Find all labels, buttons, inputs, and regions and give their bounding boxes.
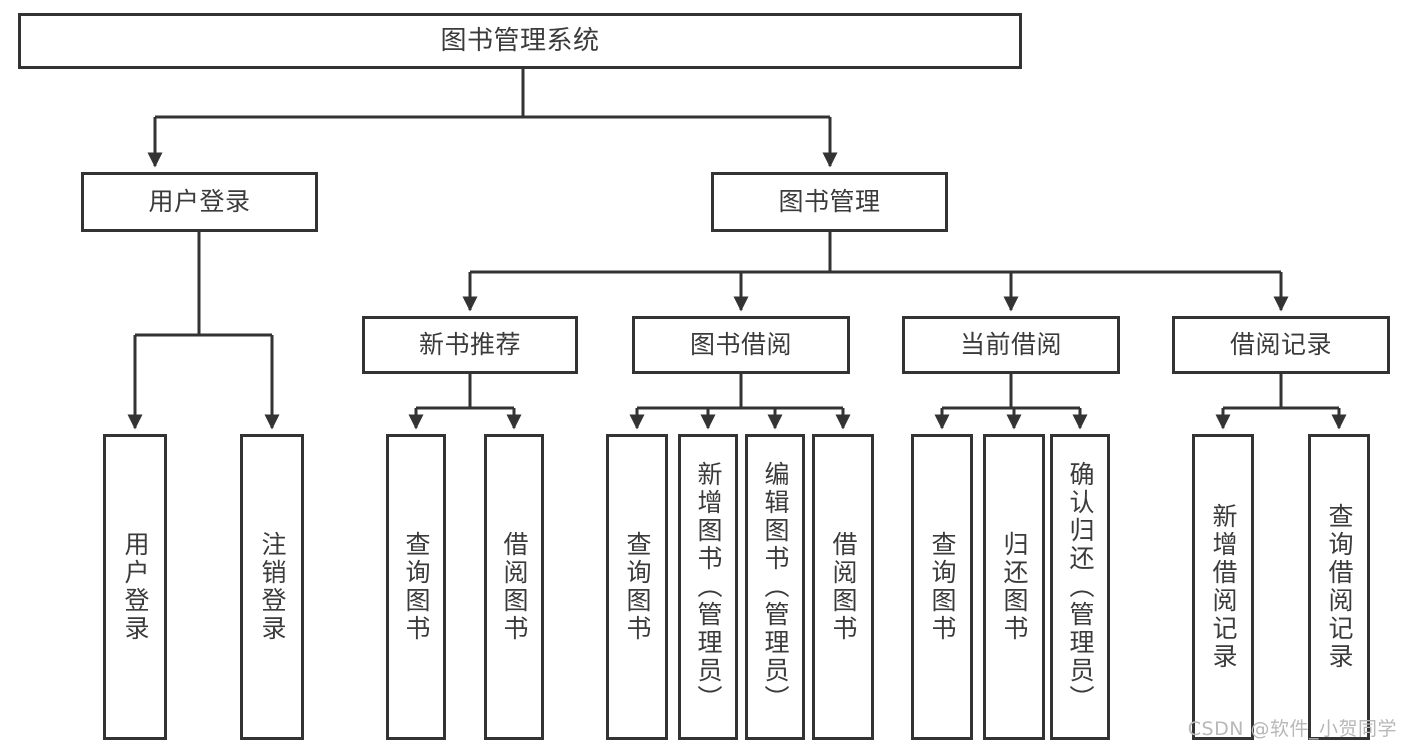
node-leaf-return-book[interactable]: 归还图书: [983, 434, 1045, 740]
node-leaf-query-book-rec-label: 查询图书: [402, 531, 431, 643]
node-borrow-record[interactable]: 借阅记录: [1172, 316, 1390, 374]
node-user-login-label: 用户登录: [148, 187, 251, 217]
node-leaf-query-borrow-record-label: 查询借阅记录: [1325, 503, 1354, 671]
node-leaf-query-book-current[interactable]: 查询图书: [911, 434, 973, 740]
node-leaf-return-book-label: 归还图书: [1000, 531, 1029, 643]
node-book-manage[interactable]: 图书管理: [711, 172, 948, 232]
watermark: CSDN @软件_小贺同学: [1187, 718, 1397, 740]
node-leaf-borrow-book-label: 借阅图书: [829, 531, 858, 643]
node-leaf-borrow-book[interactable]: 借阅图书: [812, 434, 874, 740]
node-user-login[interactable]: 用户登录: [81, 172, 318, 232]
node-leaf-query-book-borrow-label: 查询图书: [623, 531, 652, 643]
node-leaf-add-book-admin-label: 新增图书（管理员）: [694, 461, 723, 713]
node-leaf-add-borrow-record-label: 新增借阅记录: [1209, 503, 1238, 671]
node-root[interactable]: 图书管理系统: [18, 13, 1022, 69]
node-current-borrow-label: 当前借阅: [959, 330, 1062, 360]
node-current-borrow[interactable]: 当前借阅: [902, 316, 1120, 374]
node-book-manage-label: 图书管理: [778, 187, 881, 217]
node-leaf-user-login-label: 用户登录: [121, 531, 150, 643]
node-new-book-recommend[interactable]: 新书推荐: [362, 316, 578, 374]
node-leaf-query-book-borrow[interactable]: 查询图书: [606, 434, 668, 740]
node-leaf-add-book-admin[interactable]: 新增图书（管理员）: [678, 434, 738, 740]
node-leaf-borrow-book-rec[interactable]: 借阅图书: [484, 434, 544, 740]
node-leaf-confirm-return-admin-label: 确认归还（管理员）: [1066, 461, 1095, 713]
node-leaf-query-borrow-record[interactable]: 查询借阅记录: [1308, 434, 1370, 740]
node-root-label: 图书管理系统: [440, 25, 600, 56]
node-book-borrow-label: 图书借阅: [689, 330, 792, 360]
node-leaf-edit-book-admin[interactable]: 编辑图书（管理员）: [745, 434, 805, 740]
node-leaf-edit-book-admin-label: 编辑图书（管理员）: [761, 461, 790, 713]
node-new-book-recommend-label: 新书推荐: [418, 330, 521, 360]
node-leaf-confirm-return-admin[interactable]: 确认归还（管理员）: [1050, 434, 1110, 740]
node-leaf-user-logout-label: 注销登录: [258, 531, 287, 643]
node-leaf-query-book-rec[interactable]: 查询图书: [386, 434, 446, 740]
node-leaf-borrow-book-rec-label: 借阅图书: [500, 531, 529, 643]
node-borrow-record-label: 借阅记录: [1229, 330, 1332, 360]
node-leaf-user-login[interactable]: 用户登录: [103, 434, 167, 740]
node-leaf-user-logout[interactable]: 注销登录: [240, 434, 304, 740]
node-leaf-query-book-current-label: 查询图书: [928, 531, 957, 643]
node-leaf-add-borrow-record[interactable]: 新增借阅记录: [1192, 434, 1254, 740]
node-book-borrow[interactable]: 图书借阅: [632, 316, 850, 374]
